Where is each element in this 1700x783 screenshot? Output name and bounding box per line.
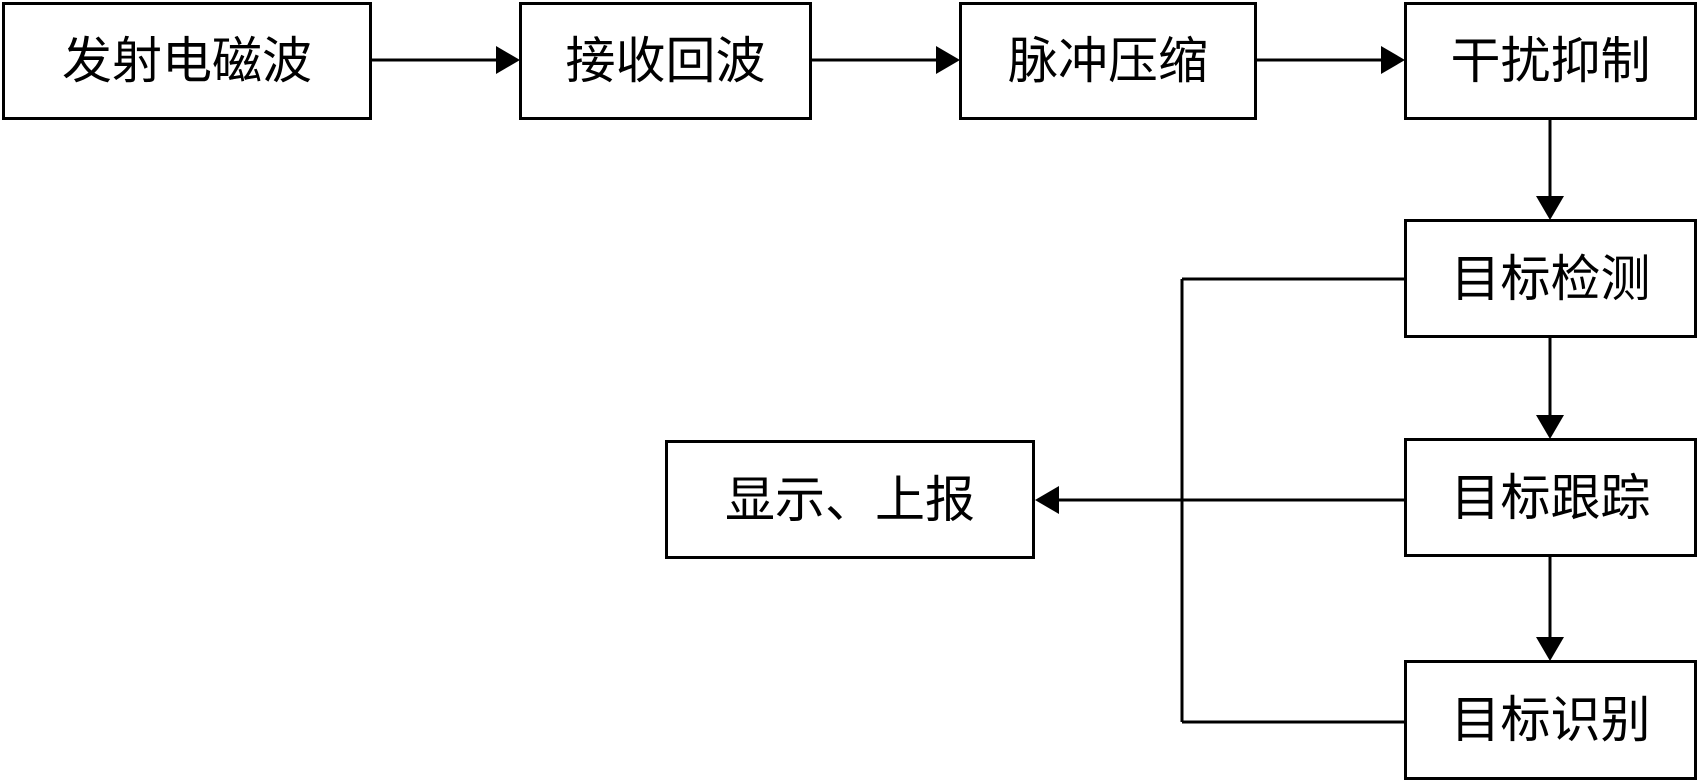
node-suppress-label: 干扰抑制 <box>1450 32 1651 90</box>
node-display-report: 显示、上报 <box>665 440 1035 559</box>
node-receive-label: 接收回波 <box>565 32 766 90</box>
node-pulse-compression: 脉冲压缩 <box>959 2 1257 120</box>
arrowhead-detect-to-track <box>1536 415 1564 439</box>
node-detect-label: 目标检测 <box>1450 249 1651 308</box>
node-interference-suppression: 干扰抑制 <box>1404 2 1697 120</box>
node-receive-echo: 接收回波 <box>519 2 812 120</box>
node-target-tracking: 目标跟踪 <box>1404 438 1697 557</box>
node-target-detection: 目标检测 <box>1404 219 1697 338</box>
node-emit-label: 发射电磁波 <box>62 32 312 90</box>
arrowhead-receive-to-pulse <box>936 46 960 74</box>
node-pulse-label: 脉冲压缩 <box>1008 32 1208 90</box>
arrowhead-track-to-recognize <box>1536 637 1564 661</box>
arrowhead-emit-to-receive <box>496 46 520 74</box>
arrowhead-suppress-to-detect <box>1536 196 1564 220</box>
arrowhead-pulse-to-suppress <box>1381 46 1405 74</box>
arrowhead-to-report <box>1035 486 1059 514</box>
node-emit-electromagnetic-wave: 发射电磁波 <box>2 2 372 120</box>
node-track-label: 目标跟踪 <box>1450 468 1651 527</box>
node-report-label: 显示、上报 <box>725 470 975 529</box>
node-target-recognition: 目标识别 <box>1404 660 1697 780</box>
node-recognize-label: 目标识别 <box>1450 691 1651 749</box>
